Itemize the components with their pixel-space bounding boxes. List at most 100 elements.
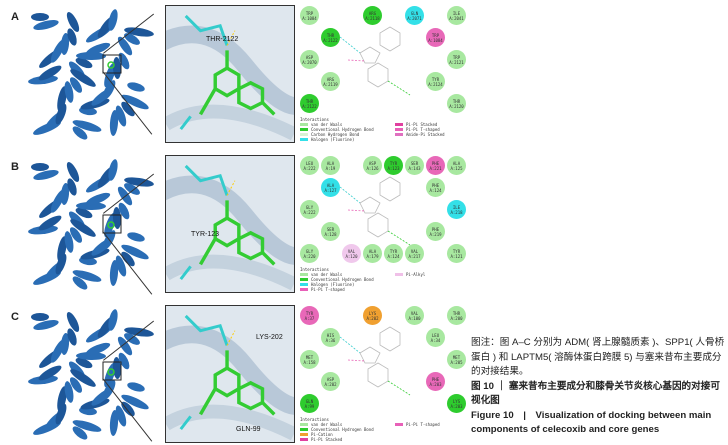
residue-node: ASP A:126 bbox=[363, 156, 382, 175]
residue-node: THR A:2122 bbox=[321, 28, 340, 47]
residue-node: TRP A:1084 bbox=[426, 28, 445, 47]
residue-node-label: TYR A:37 bbox=[304, 310, 315, 321]
residue-node-label: LEU A:222 bbox=[303, 160, 316, 171]
residue-node-label: VAL A:217 bbox=[408, 248, 421, 259]
panel-letter: C bbox=[11, 311, 19, 323]
residue-node: ILE A:218 bbox=[447, 200, 466, 219]
legend-swatch bbox=[300, 427, 308, 432]
residue-node-label: THR A:2122 bbox=[302, 98, 317, 109]
residue-node: LEU A:222 bbox=[300, 156, 319, 175]
legend-swatch bbox=[395, 122, 403, 127]
residue-node: ARG A:2118 bbox=[363, 6, 382, 25]
legend-label: Pi-Pi T-shaped bbox=[406, 422, 440, 427]
legend-label: van der Waals bbox=[311, 272, 343, 277]
residue-label: LYS-202 bbox=[256, 334, 283, 341]
binding-site-closeup: TYR-123 bbox=[165, 155, 295, 293]
residue-node-label: PHE A:219 bbox=[429, 226, 442, 237]
residue-node-label: GLY A:220 bbox=[303, 248, 316, 259]
legend-label: Pi-Cation bbox=[311, 432, 333, 437]
residue-node-label: THR A:2122 bbox=[323, 32, 338, 43]
legend-label: Amide-Pi Stacked bbox=[406, 132, 445, 137]
legend-swatch bbox=[300, 287, 308, 292]
legend-label: van der Waals bbox=[311, 422, 343, 427]
legend-label: Conventional Hydrogen Bond bbox=[311, 277, 374, 282]
residue-node-label: THR A:200 bbox=[450, 310, 463, 321]
legend-item: van der Waals bbox=[300, 272, 342, 277]
caption-title-en: Figure 10 | Visualization of docking bet… bbox=[471, 409, 712, 436]
legend-item: Pi-Pi T-shaped bbox=[300, 287, 345, 292]
residue-label: TYR-123 bbox=[191, 231, 220, 238]
figure-caption: 图注：图 A–C 分别为 ADM( 肾上腺髓质素 )、SPP1( 人骨桥蛋白 )… bbox=[471, 336, 726, 438]
residue-node-label: MET A:158 bbox=[303, 354, 316, 365]
residue-node: SER A:143 bbox=[405, 156, 424, 175]
residue-node: GLN A:2071 bbox=[405, 6, 424, 25]
legend-title: Interactions bbox=[300, 417, 329, 422]
legend-title: Interactions bbox=[300, 267, 329, 272]
residue-node: ALA A:127 bbox=[321, 178, 340, 197]
legend-swatch bbox=[300, 132, 308, 137]
residue-node-label: ALA A:125 bbox=[450, 160, 463, 171]
legend-title: Interactions bbox=[300, 117, 329, 122]
residue-label: GLN-99 bbox=[236, 426, 261, 433]
residue-node-label: SER A:128 bbox=[324, 226, 337, 237]
residue-node: THR A:200 bbox=[447, 306, 466, 325]
residue-node: PHE A:124 bbox=[426, 178, 445, 197]
legend-item: Amide-Pi Stacked bbox=[395, 132, 445, 137]
legend-item: Conventional Hydrogen Bond bbox=[300, 277, 374, 282]
residue-node: TYR A:121 bbox=[447, 244, 466, 263]
legend-label: Carbon Hydrogen Bond bbox=[311, 132, 360, 137]
residue-node: TRP A:1084 bbox=[300, 6, 319, 25]
residue-node-label: GLY A:222 bbox=[303, 204, 316, 215]
protein-structure-image bbox=[28, 309, 154, 440]
residue-node-label: THR A:2120 bbox=[449, 98, 464, 109]
residue-node: SER A:128 bbox=[321, 222, 340, 241]
residue-node-label: MET A:205 bbox=[450, 354, 463, 365]
legend-item: Conventional Hydrogen Bond bbox=[300, 127, 374, 132]
residue-node: TYR A:124 bbox=[384, 244, 403, 263]
legend-label: Conventional Hydrogen Bond bbox=[311, 427, 374, 432]
residue-node-label: HIS A:36 bbox=[325, 332, 336, 343]
legend-swatch bbox=[395, 422, 403, 427]
residue-node: TRP A:2121 bbox=[447, 50, 466, 69]
legend-label: Pi-Alkyl bbox=[406, 272, 426, 277]
residue-node: THR A:2122 bbox=[300, 94, 319, 113]
legend-swatch bbox=[300, 122, 308, 127]
residue-node-label: LYS A:203 bbox=[450, 398, 463, 409]
residue-node-label: GLN A:2071 bbox=[407, 10, 422, 21]
residue-node-label: ILE A:2041 bbox=[449, 10, 464, 21]
residue-node: PHE A:221 bbox=[426, 156, 445, 175]
binding-site-closeup: THR-2122 bbox=[165, 5, 295, 143]
residue-node-label: PHE A:124 bbox=[429, 182, 442, 193]
legend-label: Conventional Hydrogen Bond bbox=[311, 127, 374, 132]
legend-item: Pi-Cation bbox=[300, 432, 333, 437]
residue-node-label: VAL A:120 bbox=[345, 248, 358, 259]
legend-swatch bbox=[395, 132, 403, 137]
residue-node-label: ASP A:2070 bbox=[302, 54, 317, 65]
legend-label: Halogen (Fluorine) bbox=[311, 137, 355, 142]
residue-node: HIS A:36 bbox=[321, 328, 340, 347]
residue-node: ALA A:125 bbox=[447, 156, 466, 175]
residue-node: THR A:2120 bbox=[447, 94, 466, 113]
interaction-diagram-2d: TRP A:1084 ILE A:2041 ARG A:2118 GLN A:2071… bbox=[298, 5, 468, 145]
legend-swatch bbox=[300, 422, 308, 427]
legend-item: Pi-Pi Stacked bbox=[395, 122, 437, 127]
residue-node-label: VAL A:100 bbox=[408, 310, 421, 321]
legend-swatch bbox=[300, 432, 308, 437]
residue-node-label: PHE A:221 bbox=[429, 160, 442, 171]
residue-node: LEU A:34 bbox=[426, 328, 445, 347]
residue-node: ASP A:202 bbox=[321, 372, 340, 391]
legend-item: Pi-Pi T-shaped bbox=[395, 422, 440, 427]
protein-structure-image bbox=[28, 159, 154, 290]
residue-node-label: ARG A:2119 bbox=[323, 76, 338, 87]
residue-node: MET A:205 bbox=[447, 350, 466, 369]
legend-label: Pi-Pi T-shaped bbox=[311, 287, 345, 292]
residue-node-label: ALA A:19 bbox=[325, 160, 336, 171]
residue-node: LYS A:203 bbox=[447, 394, 466, 413]
panel-letter: A bbox=[11, 11, 19, 23]
residue-node-label: TRP A:2121 bbox=[449, 54, 464, 65]
legend-label: van der Waals bbox=[311, 122, 343, 127]
